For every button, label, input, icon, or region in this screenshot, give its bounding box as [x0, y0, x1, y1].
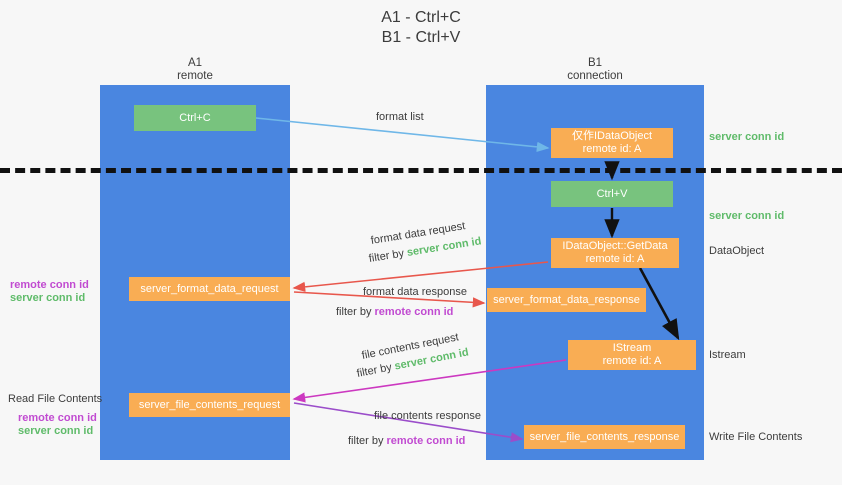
- box-ctrl-c[interactable]: Ctrl+C: [134, 105, 256, 131]
- edge-filter-format-data-response: filter by remote conn id: [336, 306, 453, 319]
- column-header-a1: A1 remote: [100, 57, 290, 83]
- box-ctrl-v-label: Ctrl+V: [596, 187, 628, 200]
- edge-label-format-list: format list: [376, 111, 424, 123]
- column-header-b1: B1 connection: [486, 57, 704, 83]
- annotation-remote-conn-id-left-1: remote conn id: [10, 279, 89, 291]
- title-line-1: A1 - Ctrl+C: [381, 9, 461, 26]
- box-getdata-line1: IDataObject::GetData: [562, 240, 668, 252]
- column-b1-sub: connection: [567, 70, 623, 82]
- annotation-istream: Istream: [709, 349, 746, 361]
- box-ole-idataobject-line1: 仅作IDataObject: [571, 130, 653, 142]
- box-istream-line2: remote id: A: [602, 355, 662, 367]
- annotation-server-conn-id-top: server conn id: [709, 131, 785, 143]
- box-ctrl-c-label: Ctrl+C: [179, 111, 211, 124]
- column-b1-name: B1: [587, 57, 603, 69]
- title-line-2: B1 - Ctrl+V: [381, 29, 461, 46]
- box-istream[interactable]: IStream remote id: A: [568, 340, 696, 370]
- box-server-file-contents-response[interactable]: server_file_contents_response: [524, 425, 685, 449]
- box-server-file-contents-request-label: server_file_contents_request: [138, 398, 281, 411]
- box-server-format-data-request-label: server_format_data_request: [140, 282, 279, 295]
- box-ole-idataobject-line2: remote id: A: [582, 143, 642, 155]
- filter-value-remote-conn-id-2: remote conn id: [386, 435, 466, 447]
- box-server-format-data-request[interactable]: server_format_data_request: [129, 277, 290, 301]
- filter-by-text-2: filter by: [336, 306, 372, 318]
- box-idataobject-getdata[interactable]: IDataObject::GetData remote id: A: [551, 238, 679, 268]
- edge-label-file-contents-response: file contents response: [374, 410, 482, 422]
- filter-value-remote-conn-id-1: remote conn id: [374, 306, 454, 318]
- box-server-file-contents-request[interactable]: server_file_contents_request: [129, 393, 290, 417]
- box-server-format-data-response-label: server_format_data_response: [493, 293, 640, 306]
- annotation-server-conn-id-left-1: server conn id: [10, 292, 86, 304]
- annotation-dataobject: DataObject: [709, 245, 765, 257]
- column-a1-name: A1: [187, 57, 203, 69]
- box-server-file-contents-response-label: server_file_contents_response: [529, 430, 680, 443]
- box-ctrl-v[interactable]: Ctrl+V: [551, 181, 673, 207]
- filter-by-text-4: filter by: [348, 435, 384, 447]
- box-ole-idataobject[interactable]: 仅作IDataObject remote id: A: [551, 128, 673, 158]
- annotation-server-conn-id-mid: server conn id: [709, 210, 785, 222]
- edge-label-format-data-response: format data response: [363, 286, 467, 298]
- filter-by-text-3: filter by: [355, 361, 393, 380]
- box-istream-line1: IStream: [612, 342, 652, 354]
- column-a1-sub: remote: [177, 70, 213, 82]
- annotation-read-file-contents: Read File Contents: [8, 393, 103, 405]
- dashed-divider: [0, 168, 842, 173]
- annotation-remote-conn-id-left-2: remote conn id: [18, 412, 97, 424]
- diagram-title: A1 - Ctrl+C B1 - Ctrl+V: [0, 8, 842, 48]
- annotation-write-file-contents: Write File Contents: [709, 431, 803, 443]
- edge-filter-file-contents-response: filter by remote conn id: [348, 435, 465, 448]
- annotation-server-conn-id-left-2: server conn id: [18, 425, 94, 437]
- filter-by-text-1: filter by: [367, 247, 405, 265]
- box-server-format-data-response[interactable]: server_format_data_response: [487, 288, 646, 312]
- box-getdata-line2: remote id: A: [585, 253, 645, 265]
